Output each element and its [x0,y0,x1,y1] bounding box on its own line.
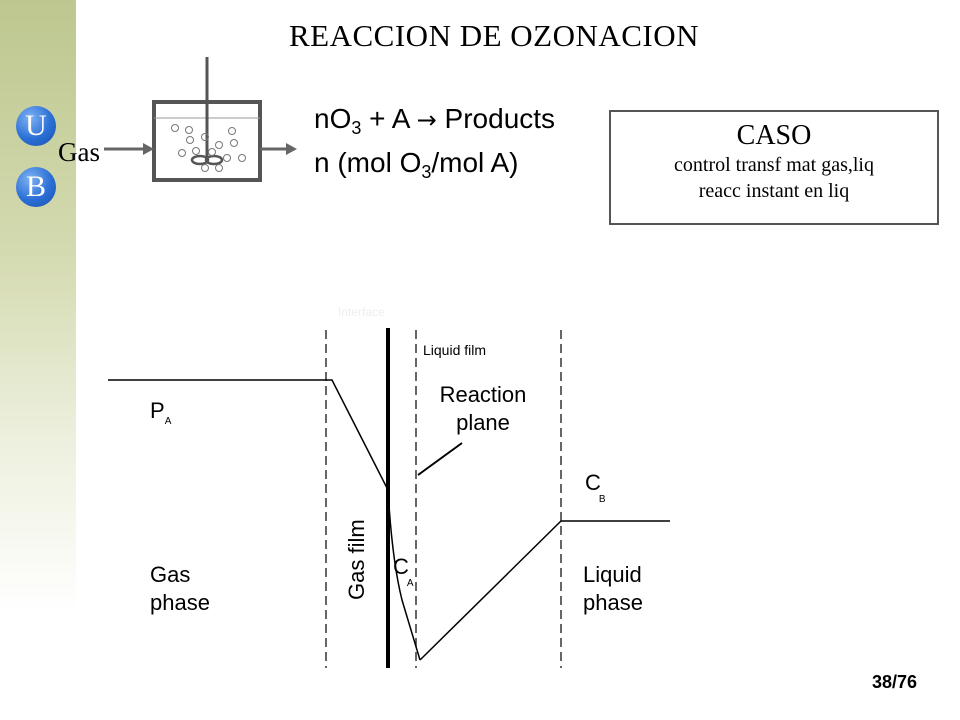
cb-profile-line [419,520,670,661]
slide-title: REACCION DE OZONACION [289,18,700,53]
reaction-plane-pointer [417,442,463,476]
ca-profile-line [387,489,421,661]
caso-line-2: reacc instant en liq [698,180,850,202]
gas-phase-label-2: phase [150,590,210,615]
gas-outlet-arrowhead [286,143,297,155]
gas-inlet-label: Gas [58,137,100,167]
profile-diagram: Interface Liquid film Reaction plane PA … [108,305,670,668]
logo-b-icon: B [16,167,56,207]
liquid-phase-label-2: phase [583,590,643,615]
gas-phase-label-1: Gas [150,562,190,587]
liquid-phase-label-1: Liquid [583,562,642,587]
interface-label: Interface [338,305,385,319]
page-number: 38/76 [872,672,918,692]
reaction-plane-label-2: plane [456,410,510,435]
equation-line-2: n (mol O3/mol A) [314,147,519,182]
pa-profile-line [108,379,389,491]
gas-inlet-arrowhead [143,143,154,155]
pa-label: PA [150,398,172,427]
equation-line-1: nO3 + A → Products [314,103,555,138]
logo-u-icon: U [16,106,56,146]
liquid-film-label: Liquid film [423,342,486,358]
reaction-plane-label-1: Reaction [440,382,527,407]
caso-line-1: control transf mat gas,liq [674,154,874,176]
caso-box: CASO control transf mat gas,liq reacc in… [609,110,939,225]
stirrer-blade [204,154,224,166]
gas-film-label: Gas film [344,519,369,600]
stirrer-blade [190,154,210,166]
caso-title: CASO [736,120,812,151]
gas-bubbles [171,124,246,172]
